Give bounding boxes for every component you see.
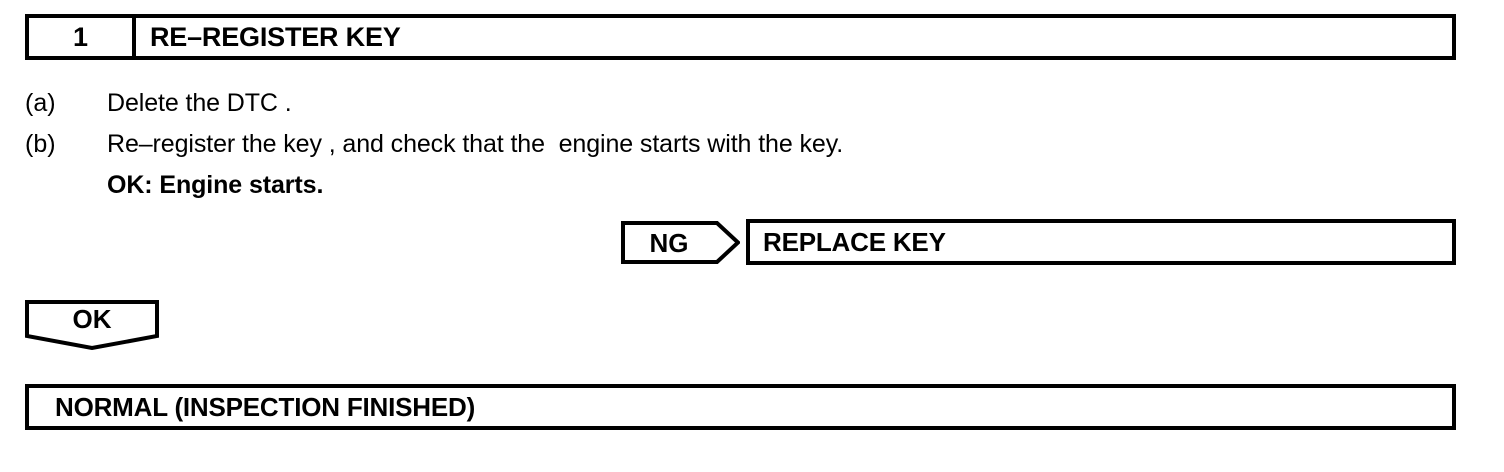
procedure-step-b-result: OK: Engine starts. [107,171,324,199]
replace-key-box: REPLACE KEY [746,219,1456,265]
procedure-step-b-text: Re–register the key , and check that the… [107,130,844,158]
step-number: 1 [72,21,89,52]
procedure-step-b-label: (b) [25,130,56,158]
step-header-box: 1 RE–REGISTER KEY [25,14,1456,60]
step-number-cell: 1 [29,18,136,56]
procedure-step-a-label: (a) [25,89,56,117]
step-title: RE–REGISTER KEY [150,21,401,52]
ng-arrow-icon [621,221,740,264]
procedure-step-a-text: Delete the DTC . [107,89,292,117]
ng-branch-arrow-shape [621,221,740,264]
replace-key-label: REPLACE KEY [763,227,946,257]
ok-branch-arrow-shape [25,300,159,350]
ok-arrow-icon [25,300,159,350]
procedure-step-b-result-row: OK: Engine starts. [25,170,1455,208]
normal-inspection-finished-label: NORMAL (INSPECTION FINISHED) [55,392,476,422]
procedure-step-b: (b) Re–register the key , and check that… [25,129,1455,170]
procedure-step-a: (a) Delete the DTC . [25,88,1455,129]
procedure-list: (a) Delete the DTC . (b) Re–register the… [25,88,1455,208]
step-title-cell: RE–REGISTER KEY [136,18,1452,56]
normal-inspection-finished-box: NORMAL (INSPECTION FINISHED) [25,384,1456,430]
